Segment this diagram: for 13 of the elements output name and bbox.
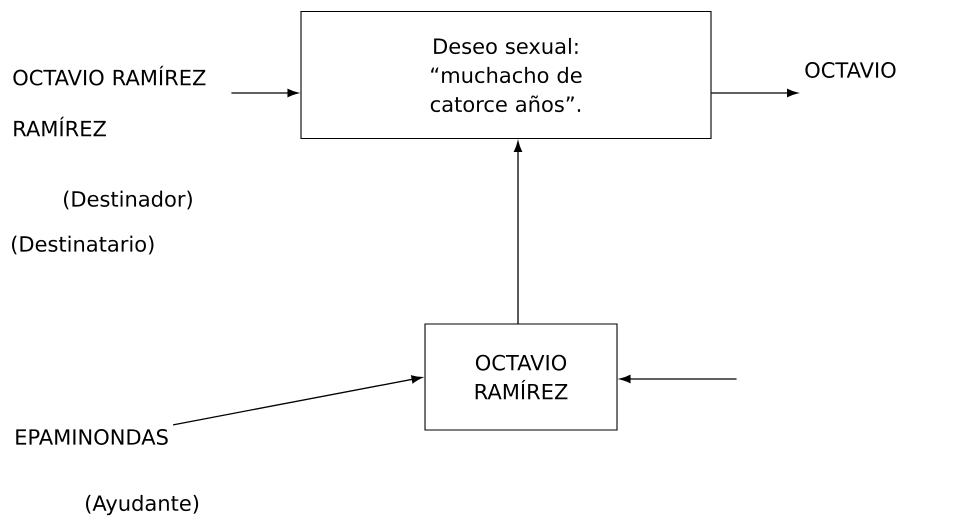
arrow	[712, 88, 798, 98]
arrow	[231, 88, 298, 98]
arrow	[514, 141, 522, 324]
role-label: (Destinador)	[64, 190, 192, 210]
arrow	[620, 374, 737, 384]
role-label: (Ayudante)	[86, 494, 198, 516]
role-label: (Destinatario)	[12, 236, 154, 254]
process-box: Deseo sexual: “muchacho de catorce años”.	[300, 10, 712, 140]
name-text: EPAMINONDAS	[16, 429, 168, 445]
arrow	[173, 375, 422, 426]
process-box: OCTAVIO RAMÍREZ	[424, 323, 618, 431]
name-text: OCTAVIO	[805, 62, 896, 78]
name-text: OCTAVIO RAMÍREZ RAMÍREZ	[13, 66, 206, 136]
